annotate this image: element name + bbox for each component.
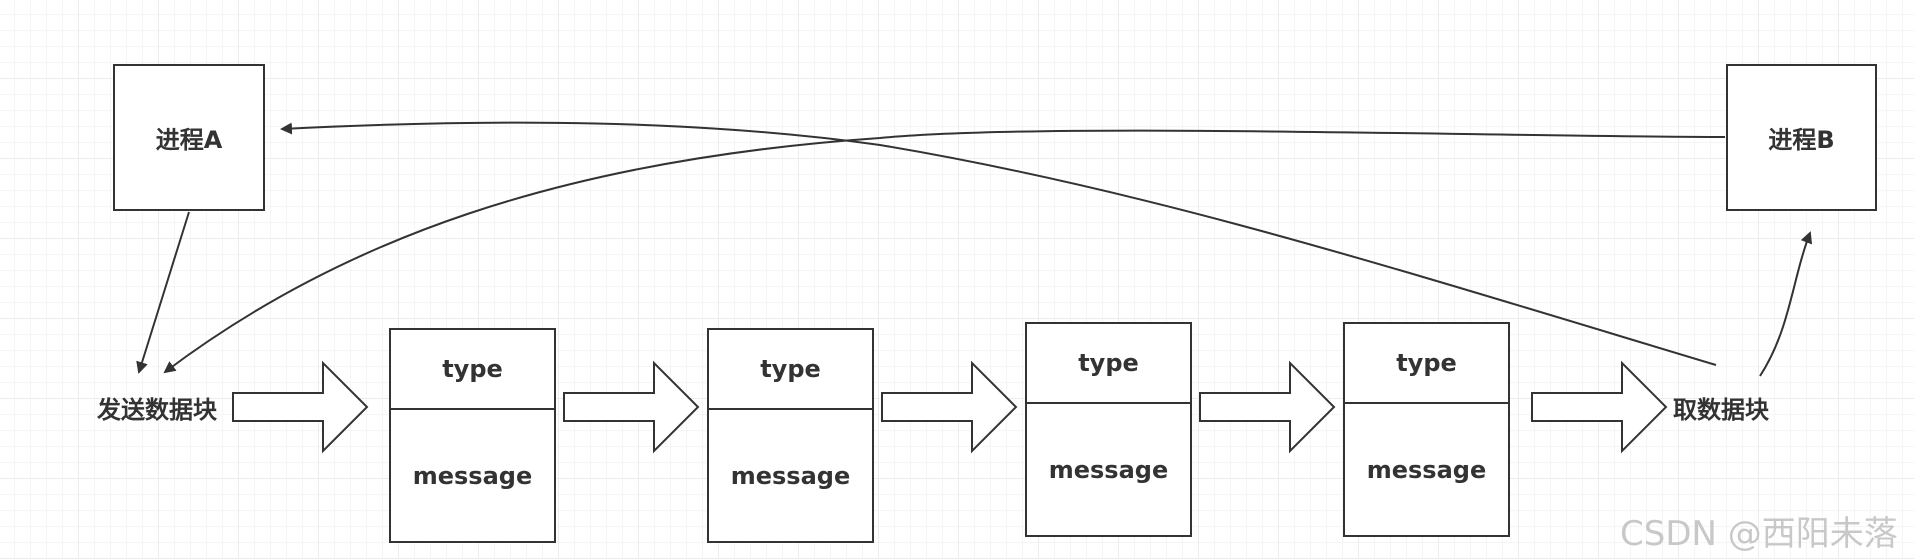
process-b-box: 进程B: [1726, 64, 1877, 211]
send-block-label: 发送数据块: [97, 396, 217, 424]
block-type-cell: type: [391, 330, 554, 410]
block-message-cell: message: [1048, 455, 1169, 484]
message-block-3: type message: [1025, 322, 1192, 537]
block-type-cell: type: [1345, 324, 1508, 404]
block-type-cell: type: [1027, 324, 1190, 404]
process-a-label: 进程A: [155, 126, 223, 154]
block-arrow-5: [1531, 360, 1668, 454]
arrow-take-to-process-b: [1759, 231, 1813, 377]
message-block-4: type message: [1343, 322, 1510, 537]
block-arrow-1: [232, 360, 369, 454]
block-arrow-2: [563, 360, 700, 454]
take-block-label: 取数据块: [1673, 396, 1769, 424]
block-type-cell: type: [709, 330, 872, 410]
message-block-2: type message: [707, 328, 874, 543]
process-a-box: 进程A: [113, 64, 265, 211]
block-message-cell: message: [1366, 455, 1487, 484]
block-arrow-3: [881, 360, 1018, 454]
arrow-process-a-to-send: [136, 211, 190, 374]
process-b-label: 进程B: [1768, 126, 1835, 154]
block-message-cell: message: [412, 461, 533, 490]
watermark: CSDN @西阳未落: [1620, 514, 1898, 554]
block-arrow-4: [1199, 360, 1336, 454]
block-message-cell: message: [730, 461, 851, 490]
message-block-1: type message: [389, 328, 556, 543]
